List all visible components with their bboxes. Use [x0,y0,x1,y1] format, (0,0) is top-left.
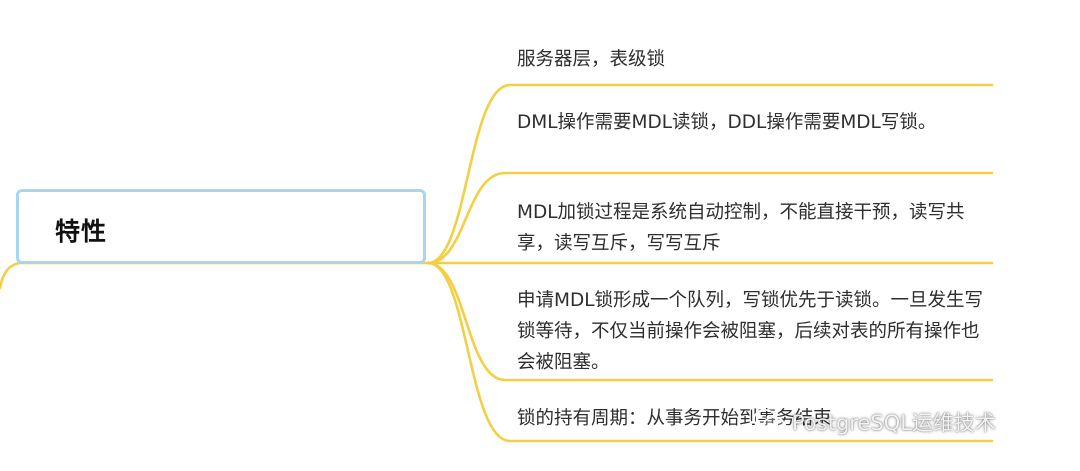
parent-connector [0,261,430,290]
branch-text-1[interactable]: 服务器层，表级锁 [517,49,666,70]
branch-text-3[interactable]: MDL加锁过程是系统自动控制，不能直接干预，读写共享，读写互斥，写写互斥 [517,202,965,254]
branch-text-2[interactable]: DML操作需要MDL读锁，DDL操作需要MDL写锁。 [517,112,937,133]
branch-connector-1 [426,83,994,265]
central-topic-label: 特性 [55,217,108,246]
branch-text-5[interactable]: 锁的持有周期：从事务开始到事务结束 [517,408,832,429]
wechat-icon [753,409,785,434]
branch-text-4[interactable]: 申请MDL锁形成一个队列，写锁优先于读锁。一旦发生写锁等待，不仅当前操作会被阻塞… [517,290,984,373]
central-topic-node[interactable]: 特性 [16,189,426,264]
branch-connector-2 [426,171,994,265]
branch-connector-5 [426,261,994,443]
watermark-text: PostgreSQL运维技术 [792,411,996,435]
watermark: PostgreSQL运维技术 [752,404,996,440]
